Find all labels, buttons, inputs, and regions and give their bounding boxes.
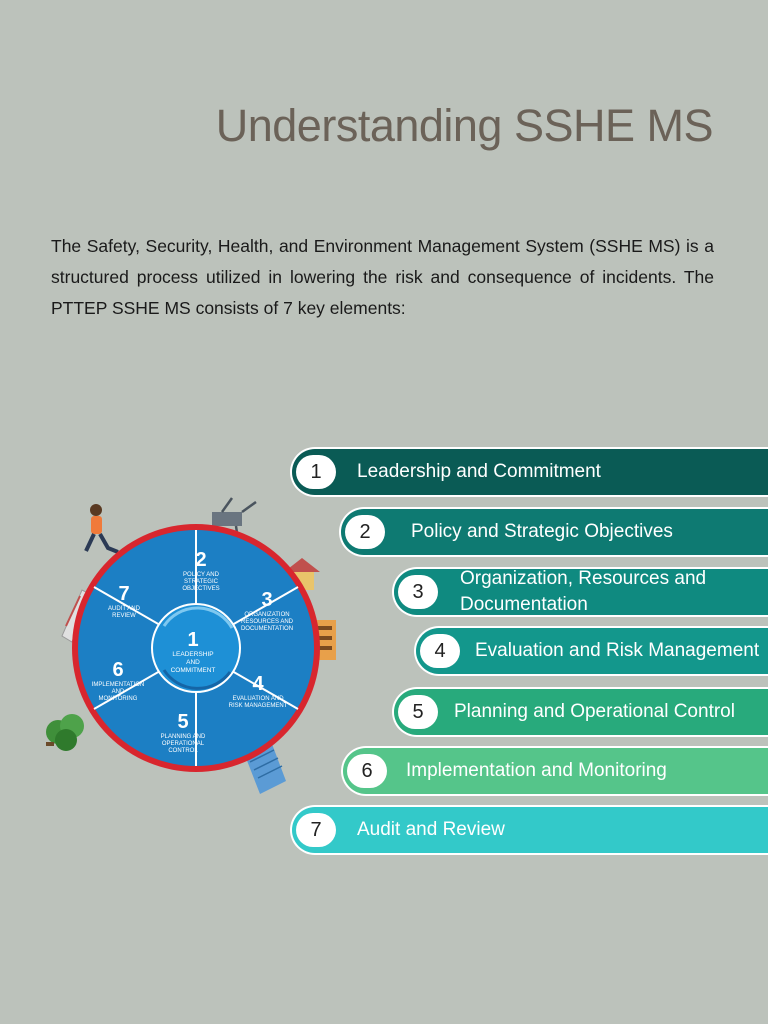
segment-3-line2: RESOURCES AND [241,619,294,625]
element-number-6: 6 [347,754,387,788]
element-label-3: Organization, Resources and Documentatio… [460,568,707,615]
center-label-2: AND [186,659,200,666]
segment-5-line1: PLANNING AND [161,734,206,740]
segment-5-line3: CONTROL [168,748,198,754]
center-label-1: LEADERSHIP [172,651,213,658]
person-icon [84,504,119,554]
element-label-2: Policy and Strategic Objectives [411,521,673,542]
segment-7-line2: REVIEW [112,613,136,619]
element-label-5: Planning and Operational Control [454,701,735,722]
element-number-7: 7 [296,813,336,847]
segment-2-number: 2 [195,549,206,571]
segment-5-number: 5 [177,711,188,733]
segment-4-line2: RISK MANAGEMENT [229,703,288,709]
center-number: 1 [187,629,198,651]
segment-4-line1: EVALUATION AND [232,696,284,702]
element-number-3: 3 [398,575,438,609]
element-bar-3: 3 Organization, Resources and Documentat… [394,568,768,615]
segment-6-line1: IMPLEMENTATION [92,682,144,688]
element-label-4: Evaluation and Risk Management [475,640,760,661]
segment-7-line1: AUDIT AND [108,606,141,612]
segment-3-number: 3 [261,589,272,611]
element-number-4: 4 [420,634,460,668]
sshe-wheel-diagram: 1 LEADERSHIP AND COMMITMENT 2 POLICY AND… [46,497,336,794]
segment-2-line2: STRATEGIC [184,579,219,585]
element-bar-5: 5 Planning and Operational Control [394,689,768,735]
segment-3-line1: ORGANIZATION [244,612,289,618]
element-number-2: 2 [345,515,385,549]
element-label-1: Leadership and Commitment [357,461,601,482]
element-bar-6: 6 Implementation and Monitoring [343,748,768,794]
tree-icon [46,714,84,751]
segment-6-number: 6 [112,659,123,681]
element-bar-2: 2 Policy and Strategic Objectives [341,509,768,555]
element-number-5: 5 [398,695,438,729]
element-label-6: Implementation and Monitoring [406,760,667,781]
intro-paragraph: The Safety, Security, Health, and Enviro… [51,236,714,318]
segment-3-line3: DOCUMENTATION [241,626,293,632]
segment-7-number: 7 [118,583,129,605]
segment-5-line2: OPERATIONAL [162,741,205,747]
element-bar-4: 4 Evaluation and Risk Management [416,628,768,674]
element-number-1: 1 [296,455,336,489]
element-bar-7: 7 Audit and Review [292,807,768,853]
segment-6-line3: MONITORING [99,696,138,702]
segment-2-line1: POLICY AND [183,572,220,578]
center-label-3: COMMITMENT [171,667,216,674]
segment-2-line3: OBJECTIVES [182,586,219,592]
segment-4-number: 4 [252,673,264,695]
element-label-7: Audit and Review [357,819,505,840]
segment-6-line2: AND [112,689,125,695]
page-title: Understanding SSHE MS [215,100,714,151]
element-bar-1: 1 Leadership and Commitment [292,449,768,495]
